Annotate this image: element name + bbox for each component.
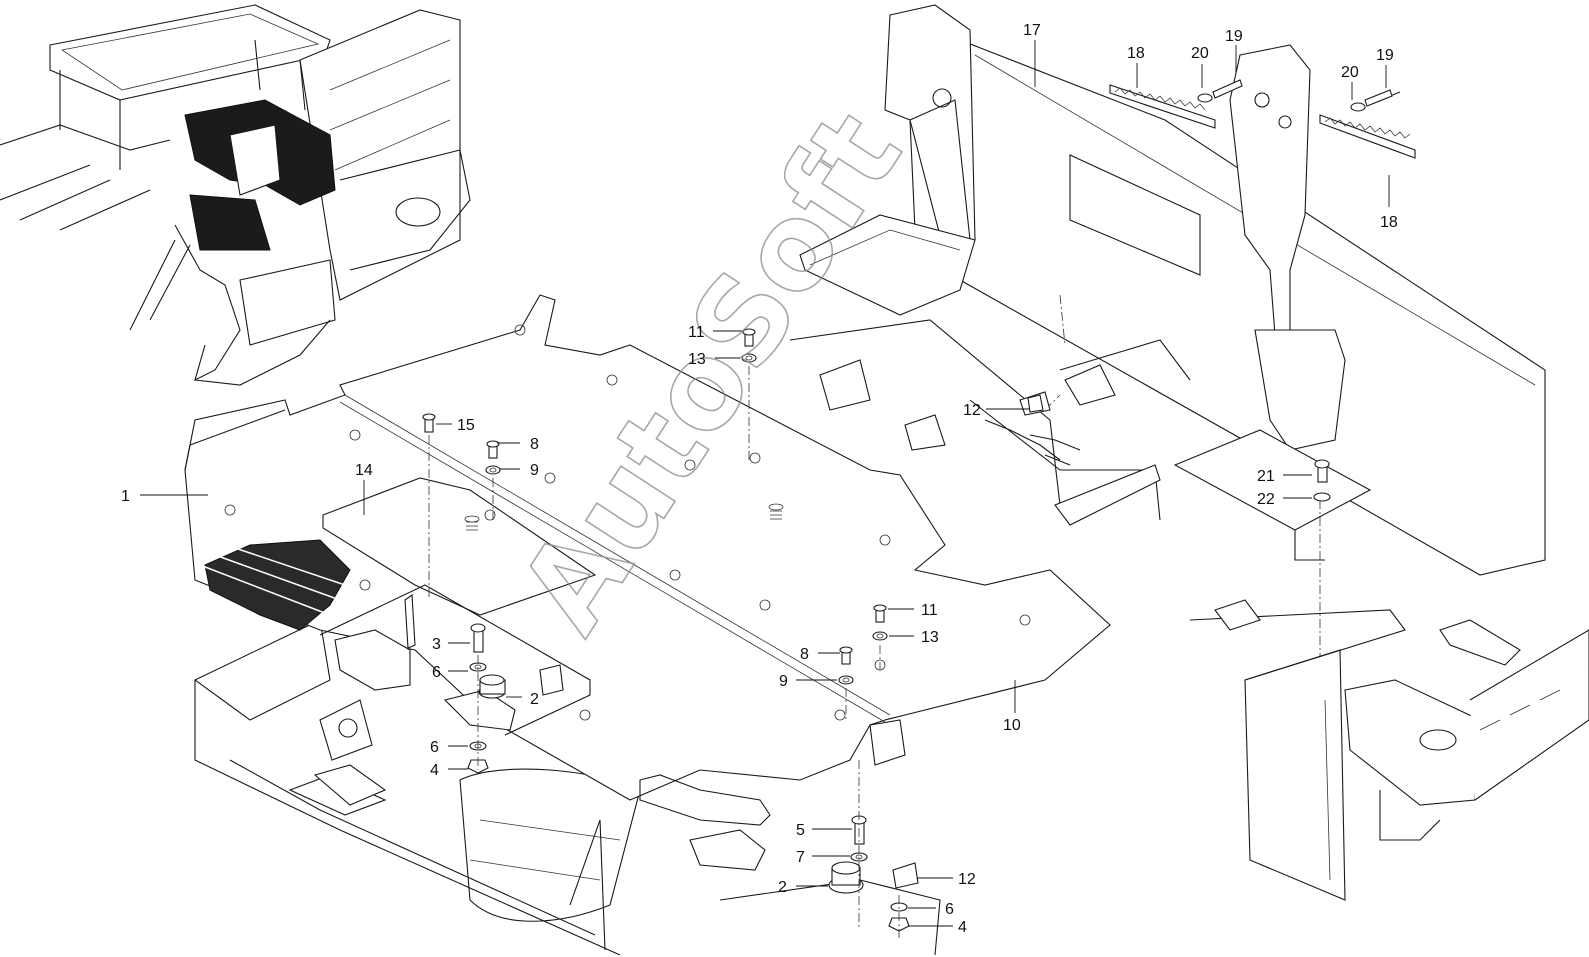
callout-6c: 6: [945, 901, 954, 918]
callout-1: 1: [121, 488, 130, 505]
callout-2a: 2: [530, 691, 539, 708]
center-components: [819, 359, 1261, 631]
callout-13b: 13: [921, 629, 939, 646]
callout-17: 17: [1023, 22, 1041, 39]
callout-labels: 1 14 15 8 9 11 13 11 13 8 9 10 3 6 2 6 4…: [121, 22, 1398, 936]
callout-11a: 11: [688, 324, 705, 341]
callout-9a: 9: [530, 462, 539, 479]
lower-frame-right: [1189, 609, 1589, 901]
callout-12b: 12: [958, 871, 976, 888]
callout-9b: 9: [779, 673, 788, 690]
callout-8b: 8: [800, 646, 809, 663]
leader-lines: [140, 40, 1390, 927]
machine-overview-inset: [0, 4, 471, 386]
callout-21: 21: [1257, 468, 1275, 485]
callout-20b: 20: [1341, 64, 1359, 81]
fasteners: [422, 79, 1393, 932]
callout-13a: 13: [688, 351, 706, 368]
callout-15: 15: [457, 417, 475, 434]
support-structure: [193, 319, 1191, 956]
floor-subframe: [313, 584, 591, 806]
callout-22: 22: [1257, 491, 1275, 508]
callout-11b: 11: [921, 602, 938, 619]
callout-6a: 6: [432, 664, 441, 681]
callout-4b: 4: [958, 919, 967, 936]
callout-8a: 8: [530, 436, 539, 453]
floor-plate-main: [184, 294, 1111, 826]
callout-14: 14: [355, 462, 373, 479]
callout-6b: 6: [430, 739, 439, 756]
callout-4a: 4: [430, 762, 439, 779]
callout-19b: 19: [1376, 47, 1394, 64]
callout-12a: 12: [963, 402, 981, 419]
callout-20a: 20: [1191, 45, 1209, 62]
callout-7: 7: [796, 849, 805, 866]
callout-18b: 18: [1380, 214, 1398, 231]
callout-19a: 19: [1225, 28, 1243, 45]
callout-10: 10: [1003, 717, 1021, 734]
rear-frame-assembly: [799, 4, 1546, 665]
callout-18a: 18: [1127, 45, 1145, 62]
callout-5: 5: [796, 822, 805, 839]
callout-3: 3: [432, 636, 441, 653]
callout-2b: 2: [778, 879, 787, 896]
assembly-centerlines: [428, 366, 900, 940]
